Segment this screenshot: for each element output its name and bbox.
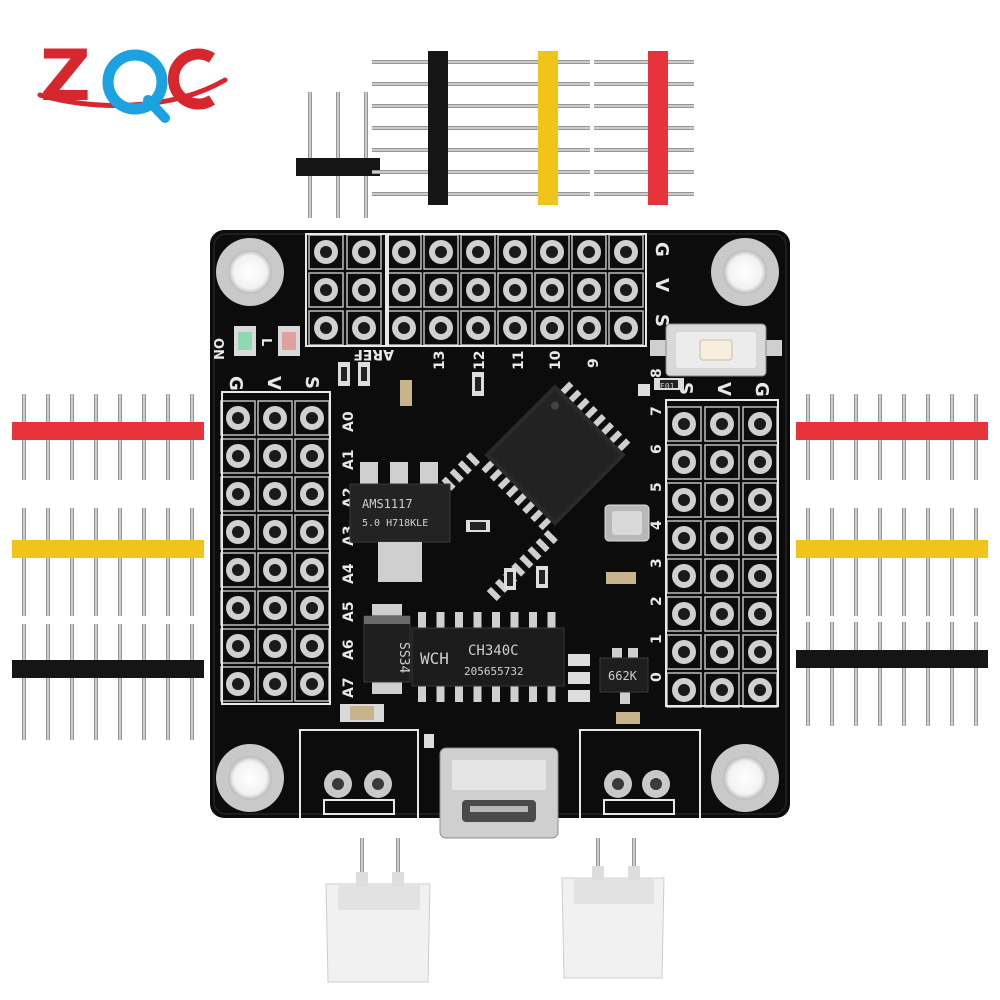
header-strip bbox=[796, 422, 988, 440]
label-right-v: V bbox=[713, 382, 734, 396]
digital-pin-label: 5 bbox=[649, 482, 665, 492]
usb-serial-chip: WCH CH340C 205655732 bbox=[411, 612, 565, 702]
mounting-hole-bottom-right bbox=[711, 744, 779, 812]
silkscreen-outlines bbox=[221, 233, 779, 818]
digital-pin-labels: 8 7 6 5 4 3 2 1 0 bbox=[649, 368, 665, 682]
through-hole-pad-arrays bbox=[220, 234, 778, 708]
resistor-marking: E01 bbox=[660, 382, 675, 391]
voltage-regulator: AMS1117 5.0 H718KLE bbox=[349, 462, 451, 582]
analog-pin-label: A5 bbox=[341, 601, 357, 622]
regulator-part-number: AMS1117 bbox=[362, 497, 413, 511]
digital-pin-label: 6 bbox=[649, 444, 665, 454]
digital-pin-label: 2 bbox=[649, 596, 665, 606]
header-strip bbox=[296, 158, 380, 176]
label-d12: 12 bbox=[472, 351, 488, 370]
header-strip bbox=[648, 51, 668, 205]
smd-passives: E01 bbox=[338, 362, 684, 748]
header-strip bbox=[12, 422, 204, 440]
label-right-g: G bbox=[751, 382, 772, 397]
label-top-g: G bbox=[651, 242, 672, 257]
schottky-diode: SS34 bbox=[363, 604, 411, 694]
loose-pin-headers-top bbox=[296, 51, 694, 218]
header-strip bbox=[12, 660, 204, 678]
header-strip bbox=[12, 540, 204, 558]
loose-pin-headers-sides bbox=[12, 394, 988, 740]
analog-pin-label: A6 bbox=[341, 639, 357, 660]
label-left-s: S bbox=[301, 376, 322, 389]
digital-pin-label: 3 bbox=[649, 558, 665, 568]
regulator-sub-code: 5.0 H718KLE bbox=[362, 518, 428, 529]
mounting-hole-top-right bbox=[711, 238, 779, 306]
sot-transistor: 662K bbox=[599, 648, 649, 704]
crystal-oscillator bbox=[604, 504, 650, 542]
header-strip bbox=[796, 650, 988, 668]
header-strip bbox=[428, 51, 448, 205]
logo-q-ring-icon bbox=[102, 49, 170, 123]
reset-button bbox=[650, 323, 782, 377]
label-d9: 9 bbox=[586, 358, 602, 368]
transistor-marking: 662K bbox=[608, 669, 638, 683]
chip-maker-logo: WCH bbox=[420, 649, 449, 668]
jst-connector-left bbox=[325, 838, 431, 983]
label-top-v: V bbox=[651, 278, 672, 292]
jst-connector-right bbox=[561, 838, 665, 979]
label-d10: 10 bbox=[548, 350, 564, 370]
logo-c-arc-icon bbox=[167, 48, 215, 110]
analog-pin-label: A7 bbox=[341, 677, 357, 698]
zqc-logo: Z bbox=[37, 35, 228, 123]
silkscreen-labels: AREF 13 12 11 10 9 G V S G V S S V G ON … bbox=[210, 242, 772, 397]
digital-pin-label: 7 bbox=[649, 406, 665, 416]
analog-pin-label: A4 bbox=[341, 563, 357, 584]
digital-pin-label: 0 bbox=[649, 672, 665, 682]
mounting-hole-top-left bbox=[216, 238, 284, 306]
mounting-hole-bottom-left bbox=[216, 744, 284, 812]
pcb-board: AREF 13 12 11 10 9 G V S G V S S V G ON … bbox=[210, 230, 790, 839]
micro-usb-connector bbox=[439, 747, 559, 839]
analog-pin-label: A0 bbox=[341, 411, 357, 432]
label-left-g: G bbox=[225, 376, 246, 391]
label-led-l: L bbox=[258, 338, 273, 346]
led-l bbox=[278, 326, 300, 356]
atmega-microcontroller bbox=[408, 381, 631, 602]
label-left-v: V bbox=[263, 376, 284, 390]
digital-pin-label: 1 bbox=[649, 634, 665, 644]
label-led-on: ON bbox=[210, 338, 225, 360]
header-strip bbox=[796, 540, 988, 558]
label-d13: 13 bbox=[432, 351, 448, 370]
label-aref: AREF bbox=[353, 346, 394, 362]
chip-lot-code: 205655732 bbox=[464, 665, 524, 678]
digital-pin-label: 4 bbox=[649, 520, 665, 530]
header-strip bbox=[538, 51, 558, 205]
diode-part-number: SS34 bbox=[396, 642, 411, 673]
power-terminal-right bbox=[603, 770, 675, 815]
label-top-s: S bbox=[651, 314, 672, 327]
led-on bbox=[234, 326, 256, 356]
chip-part-number: CH340C bbox=[468, 643, 519, 659]
label-d11: 11 bbox=[511, 351, 527, 370]
analog-pin-label: A1 bbox=[341, 449, 357, 470]
power-terminal-left bbox=[323, 770, 395, 815]
logo-letter-z: Z bbox=[40, 35, 91, 117]
digital-pin-label: 8 bbox=[649, 368, 665, 378]
